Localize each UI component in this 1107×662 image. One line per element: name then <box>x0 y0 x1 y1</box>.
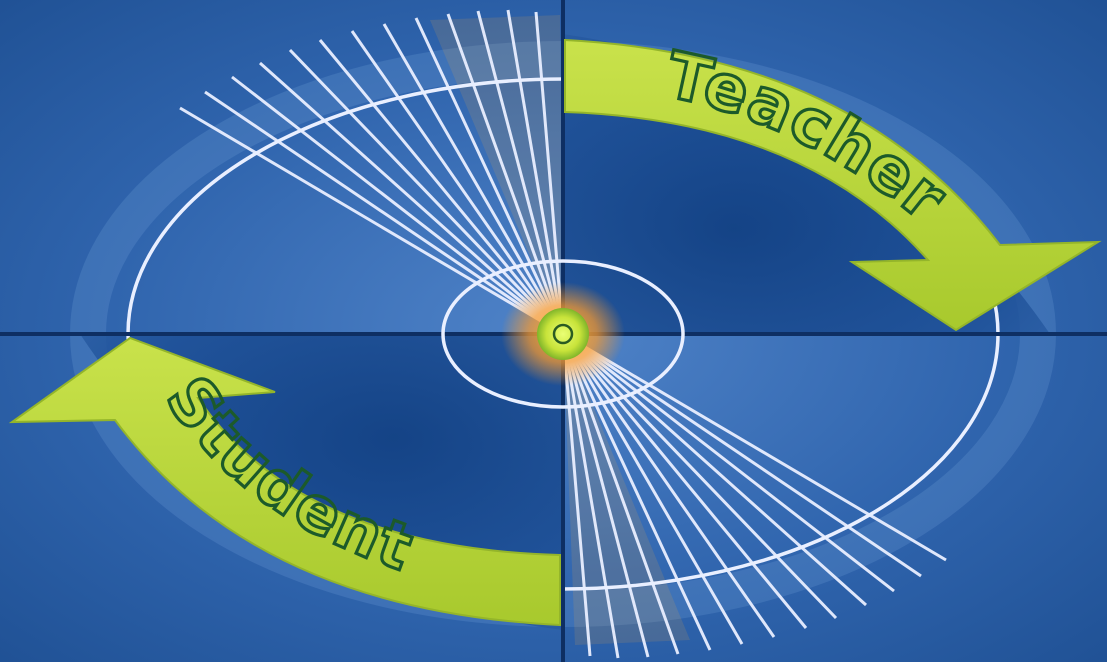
center-green-dot <box>537 308 589 360</box>
